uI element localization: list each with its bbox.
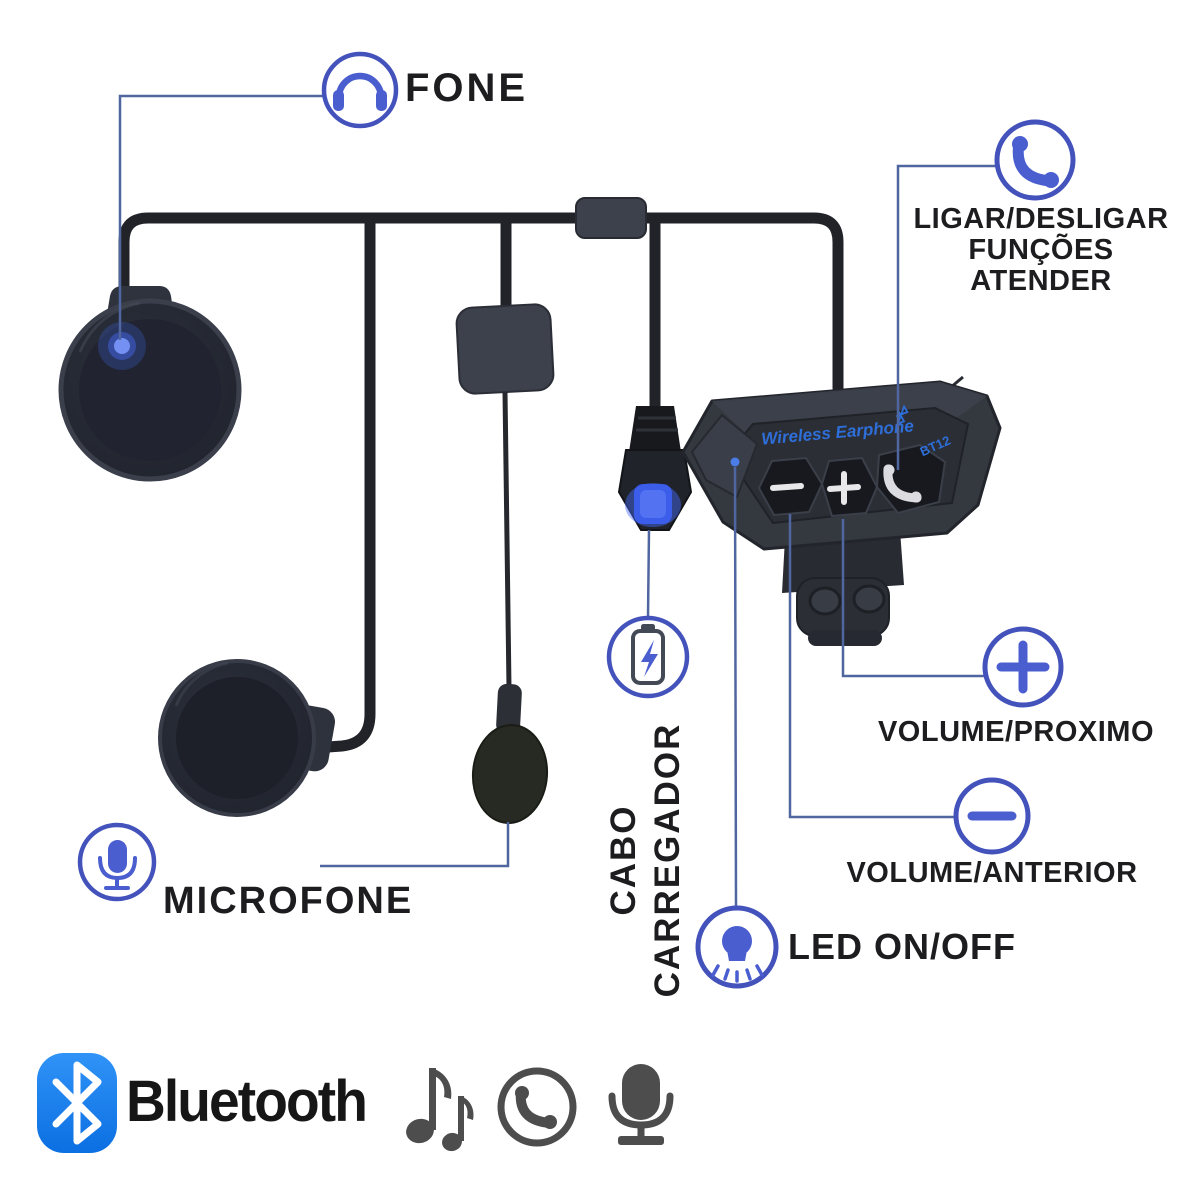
callout-line-volume-down <box>788 514 955 819</box>
button-volume-down <box>757 456 824 517</box>
mic-boom-wire <box>502 391 512 689</box>
callout-lines <box>118 94 996 908</box>
callout-line-volume-up <box>841 519 984 678</box>
battery-charging-icon <box>606 615 690 699</box>
label-volume-anterior: VOLUME/ANTERIOR <box>846 857 1138 889</box>
adhesive-pad <box>455 303 555 395</box>
button-volume-up <box>820 456 879 518</box>
speaker-led-glow <box>98 322 146 370</box>
label-ligar-line1: LIGAR/DESLIGAR <box>913 203 1169 235</box>
callout-line-ligar <box>896 164 996 470</box>
label-ligar-line3: ATENDER <box>970 265 1112 297</box>
callout-line-charger <box>646 529 651 618</box>
minus-icon <box>953 777 1031 855</box>
headset-cables <box>118 212 844 754</box>
footer-icons <box>37 1053 674 1153</box>
phone-handset-icon <box>994 119 1076 201</box>
music-notes-icon <box>406 1068 474 1152</box>
status-led-dot <box>730 457 740 467</box>
plus-icon <box>827 471 861 505</box>
cable-junction <box>575 197 647 239</box>
label-ligar-line2: FUNÇÕES <box>968 234 1114 266</box>
label-volume-proximo: VOLUME/PROXIMO <box>877 716 1155 748</box>
callout-line-fone <box>118 94 324 340</box>
bluetooth-mini-icon <box>895 404 909 425</box>
microphone-icon <box>77 822 157 902</box>
label-led-on-off: LED ON/OFF <box>788 926 1016 967</box>
microphone-head <box>471 724 549 824</box>
label-microfone: MICROFONE <box>163 880 414 922</box>
label-bluetooth: Bluetooth <box>126 1069 368 1134</box>
microphone-icon <box>608 1064 674 1145</box>
callout-line-led <box>733 466 738 908</box>
bluetooth-logo <box>37 1053 117 1153</box>
callout-badges <box>77 51 1076 989</box>
headphones-icon <box>321 51 399 129</box>
label-ligar-block: LIGAR/DESLIGAR FUNÇÕES ATENDER <box>905 204 1177 297</box>
label-cabo-line1: CABO <box>604 804 643 916</box>
speaker-left <box>58 286 242 482</box>
led-bulb-icon <box>695 905 779 989</box>
speaker-right <box>158 659 335 817</box>
phone-circle-icon <box>497 1067 577 1147</box>
mic-boom-holder <box>496 683 522 735</box>
control-unit: Wireless Earphone BT12 <box>681 375 1002 551</box>
label-cabo-line2: CARREGADOR <box>648 722 687 998</box>
minus-icon <box>770 483 804 491</box>
callout-line-microfone <box>320 822 510 868</box>
label-cabo-carregador: CABO CARREGADOR <box>602 690 690 1030</box>
button-call <box>875 443 947 515</box>
charger-plug <box>617 406 693 531</box>
label-fone: FONE <box>405 66 529 110</box>
plus-icon <box>982 626 1064 708</box>
